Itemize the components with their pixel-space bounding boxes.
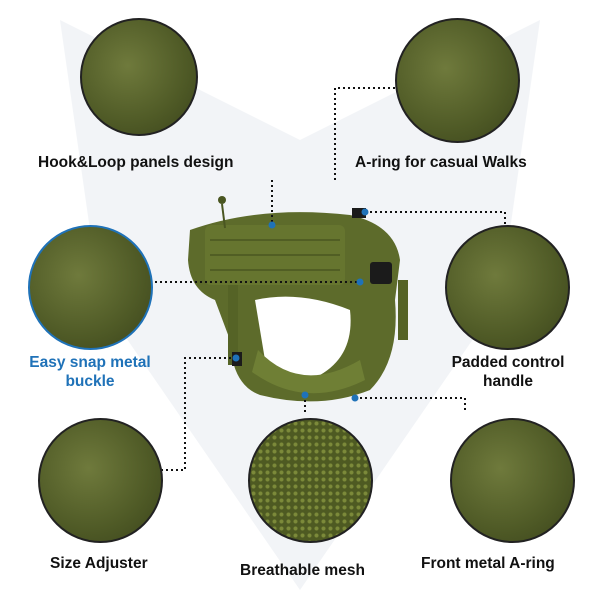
label-line: handle <box>483 373 533 390</box>
size-adjuster-closeup <box>38 418 163 543</box>
label-line: buckle <box>65 373 115 390</box>
hook-loop-closeup <box>80 18 198 136</box>
mesh-closeup <box>248 418 373 543</box>
label-handle: Padded control handle <box>428 353 588 391</box>
label-hook-loop: Hook&Loop panels design <box>38 154 234 171</box>
label-line: Padded control <box>451 354 565 371</box>
connector-dots <box>232 208 369 402</box>
label-mesh: Breathable mesh <box>240 562 365 579</box>
connector-lines <box>150 87 506 471</box>
label-snap-buckle: Easy snap metal buckle <box>10 353 170 391</box>
handle-closeup <box>445 225 570 350</box>
label-a-ring-casual: A-ring for casual Walks <box>355 154 527 171</box>
label-line: Easy snap metal <box>29 354 151 371</box>
label-front-ring: Front metal A-ring <box>421 555 555 572</box>
label-size-adjuster: Size Adjuster <box>50 555 148 572</box>
a-ring-closeup <box>395 18 520 143</box>
buckle-closeup <box>28 225 153 350</box>
front-ring-closeup <box>450 418 575 543</box>
